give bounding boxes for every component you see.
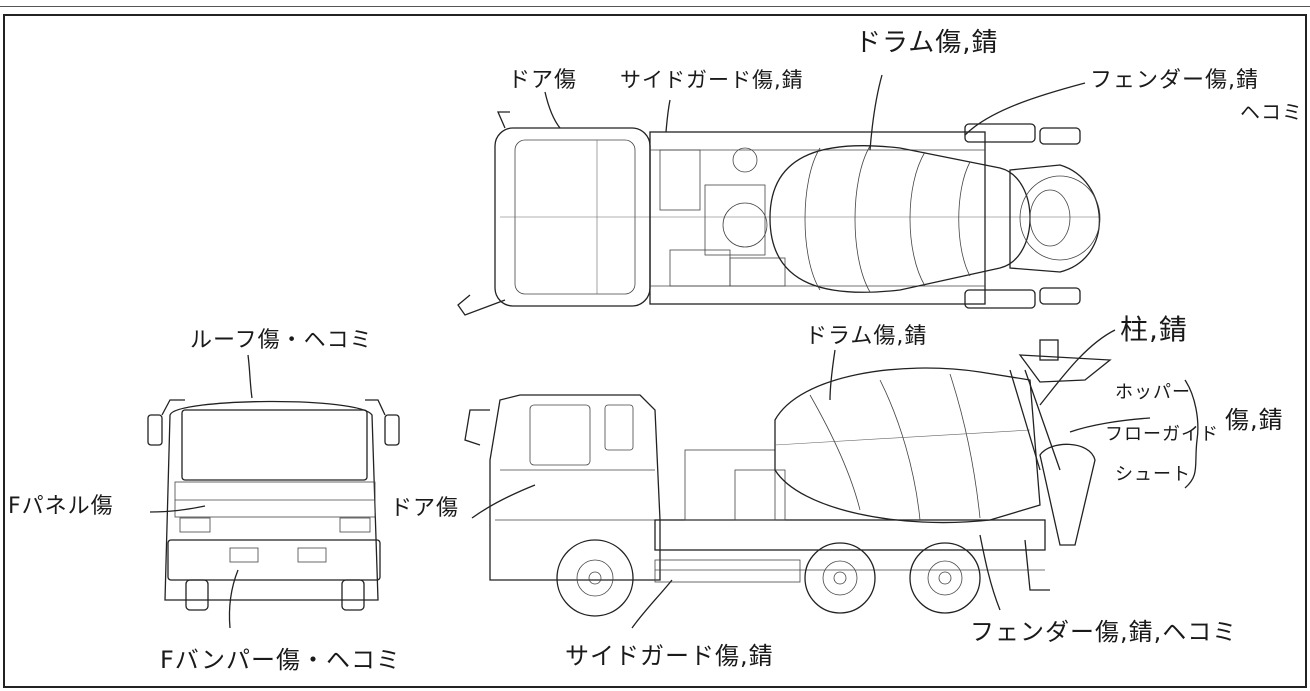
leader-lines bbox=[149, 74, 1199, 629]
truck-front-view bbox=[147, 399, 400, 611]
label-pillar: 柱,錆 bbox=[1120, 313, 1188, 346]
label-drum-top: ドラム傷,錆 bbox=[855, 28, 999, 58]
label-hopper-group-damage: 傷,錆 bbox=[1225, 406, 1284, 434]
label-door-top: ドア傷 bbox=[508, 68, 578, 93]
label-door-side: ドア傷 bbox=[390, 496, 460, 521]
truck-side-view bbox=[464, 339, 1112, 617]
label-fender-top-dent: ヘコミ bbox=[1240, 100, 1303, 124]
label-chute: シュート bbox=[1115, 464, 1191, 485]
label-roof: ルーフ傷・ヘコミ bbox=[190, 328, 373, 353]
truck-top-view bbox=[457, 111, 1101, 316]
label-flow-guide: フローガイド bbox=[1105, 424, 1219, 445]
label-fender-top: フェンダー傷,錆 bbox=[1090, 68, 1259, 93]
sheet-frame bbox=[3, 14, 1307, 688]
label-f-bumper: Fバンパー傷・ヘコミ bbox=[160, 646, 402, 674]
label-fender-bottom: フェンダー傷,錆,ヘコミ bbox=[970, 618, 1238, 646]
top-rule bbox=[0, 0, 1310, 7]
label-drum-side: ドラム傷,錆 bbox=[805, 324, 928, 349]
label-f-panel: Fパネル傷 bbox=[8, 494, 114, 519]
label-hopper: ホッパー bbox=[1115, 382, 1191, 403]
label-side-guard-top: サイドガード傷,錆 bbox=[620, 68, 804, 92]
label-side-guard-bottom: サイドガード傷,錆 bbox=[565, 642, 774, 670]
